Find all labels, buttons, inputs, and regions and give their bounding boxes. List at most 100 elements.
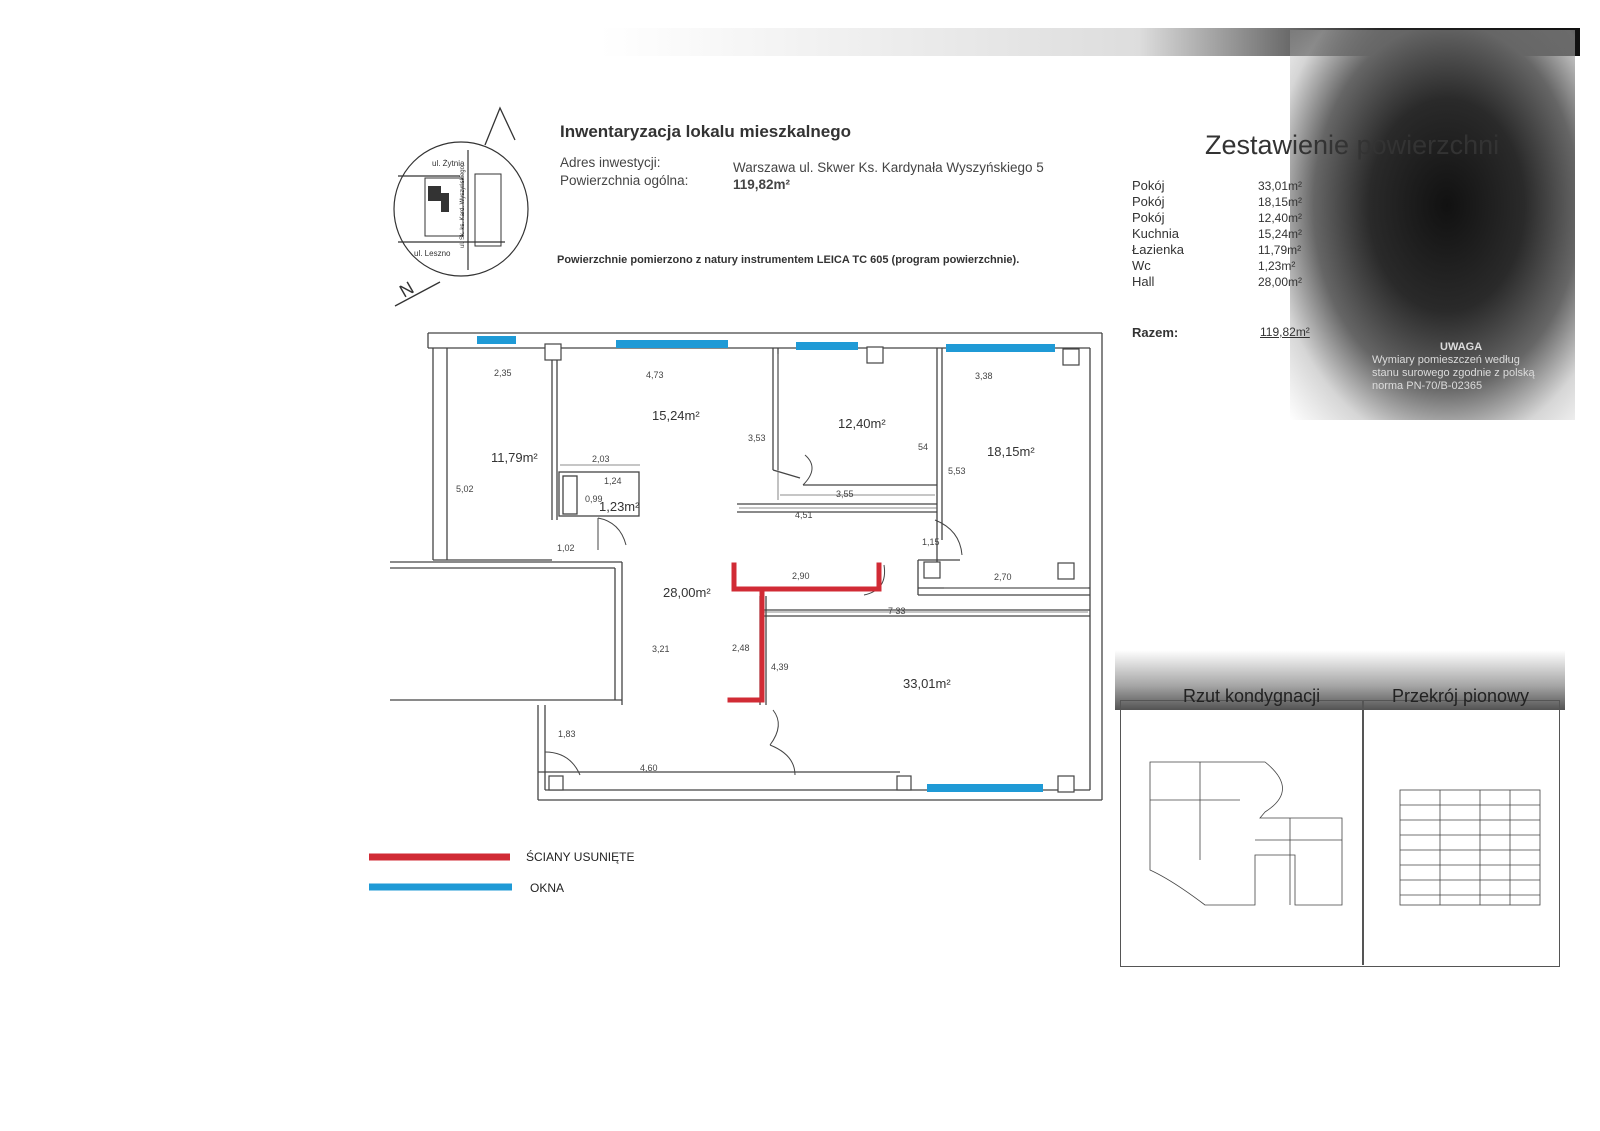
- area-value: 119,82m²: [733, 177, 791, 192]
- legend-window-label: OKNA: [530, 881, 565, 895]
- dimension-label: 54: [918, 442, 928, 452]
- room-area-label: 15,24m²: [652, 408, 700, 423]
- section-thumbnail: [1399, 789, 1541, 906]
- door-swing: [769, 744, 796, 776]
- door-swing: [597, 517, 627, 546]
- dimension-label: 2,70: [994, 572, 1012, 582]
- north-arrow-icon: [394, 281, 441, 307]
- dimension-label: 4,39: [771, 662, 789, 672]
- dimension-label: 1,83: [558, 729, 576, 739]
- summary-total-label: Razem:: [1132, 325, 1179, 340]
- column: [866, 346, 884, 364]
- scan-shadow-corner: [1290, 30, 1575, 420]
- summary-room-name: Pokój: [1132, 178, 1165, 193]
- floor-thumbnail: [1149, 761, 1343, 906]
- document-title: Inwentaryzacja lokalu mieszkalnego: [560, 122, 852, 141]
- summary-room-area: 1,23m²: [1258, 259, 1296, 273]
- area-label: Powierzchnia ogólna:: [560, 173, 689, 188]
- summary-room-name: Łazienka: [1132, 242, 1185, 257]
- door-swing: [544, 751, 581, 776]
- wall-line: [772, 469, 801, 479]
- column: [544, 343, 562, 361]
- columns: [544, 343, 1080, 793]
- dimension-label: 2,03: [592, 454, 610, 464]
- column: [1057, 562, 1075, 580]
- floor-outline: [1149, 761, 1343, 906]
- summary-room-name: Kuchnia: [1132, 226, 1179, 241]
- floor-thumbnail-label: Rzut kondygnacji: [1183, 686, 1321, 706]
- street-label-bottom: ul. Leszno: [414, 249, 451, 258]
- summary-room-name: Pokój: [1132, 194, 1165, 209]
- dimension-label: 4,73: [646, 370, 664, 380]
- building-icon: [428, 186, 441, 201]
- dimension-label: 4,51: [795, 510, 813, 520]
- dimension-label: 2,48: [732, 643, 750, 653]
- removed-wall: [727, 586, 765, 703]
- column: [896, 775, 912, 791]
- block-outline: [424, 177, 464, 237]
- summary-room-name: Wc: [1132, 258, 1151, 273]
- measurement-note: Powierzchnie pomierzono z natury instrum…: [557, 254, 1020, 266]
- column: [548, 775, 564, 791]
- summary-room-name: Hall: [1132, 274, 1155, 289]
- column: [1062, 348, 1080, 366]
- address-value: Warszawa ul. Skwer Ks. Kardynała Wyszyńs…: [733, 160, 1044, 175]
- room-area-label: 11,79m²: [491, 450, 538, 465]
- thumbnails-frame: [1120, 700, 1560, 967]
- block-outline: [474, 173, 502, 247]
- dimension-label: 5,02: [456, 484, 474, 494]
- street-label-side: ul. Sk. ks. Kard. Wyszyńskiego: [460, 165, 466, 248]
- dimension-label: 3,55: [836, 489, 854, 499]
- address-label: Adres inwestycji:: [560, 155, 661, 170]
- room-area-label: 28,00m²: [663, 585, 711, 600]
- summary-room-area: 33,01m²: [1258, 179, 1303, 193]
- note-title: UWAGA: [1440, 341, 1483, 353]
- street-label-top: ul. Żytnia: [432, 159, 465, 168]
- door-swing: [934, 519, 963, 556]
- dimension-label: 4,60: [640, 763, 658, 773]
- dimension-label: 5,53: [948, 466, 966, 476]
- removed-wall: [731, 562, 882, 592]
- section-outline: [1399, 789, 1541, 906]
- door-swing: [802, 454, 813, 486]
- summary-total-value: 119,82m²: [1260, 325, 1310, 339]
- section-thumbnail-label: Przekrój pionowy: [1392, 686, 1530, 706]
- summary-room-area: 12,40m²: [1258, 211, 1303, 225]
- north-label: N: [396, 278, 417, 302]
- location-map-circle: [393, 141, 529, 277]
- dimension-label: 3,38: [975, 371, 993, 381]
- summary-room-name: Pokój: [1132, 210, 1165, 225]
- room-area-label: 33,01m²: [903, 676, 951, 691]
- summary-room-area: 18,15m²: [1258, 195, 1303, 209]
- wc-outline: [558, 471, 640, 517]
- dimension-label: 1,24: [604, 476, 622, 486]
- door-swing: [769, 709, 779, 746]
- summary-title: Zestawienie powierzchni: [1205, 130, 1500, 160]
- location-map: [393, 106, 529, 307]
- north-arrow-icon: [484, 106, 516, 146]
- note-line: norma PN-70/B-02365: [1372, 380, 1483, 392]
- dimension-label: 0,99: [585, 494, 603, 504]
- room-area-label: 18,15m²: [987, 444, 1035, 459]
- summary-room-area: 15,24m²: [1258, 227, 1303, 241]
- dimension-lines: [560, 354, 1088, 613]
- column: [1057, 775, 1075, 793]
- plan-walls: [390, 332, 1103, 801]
- note-line: stanu surowego zgodnie z polską: [1372, 367, 1535, 379]
- dimension-label: 3,21: [652, 644, 670, 654]
- door-swings: [544, 454, 963, 776]
- dimension-label: 1,15: [922, 537, 940, 547]
- note-line: Wymiary pomieszczeń według: [1372, 354, 1520, 366]
- building-icon: [441, 193, 449, 212]
- dimension-label: 7 33: [888, 606, 906, 616]
- legend-removed-label: ŚCIANY USUNIĘTE: [526, 850, 635, 864]
- dimension-label: 2,90: [792, 571, 810, 581]
- dimension-label: 1,02: [557, 543, 575, 553]
- windows: [477, 336, 1055, 792]
- wc-fixture: [562, 475, 578, 515]
- removed-walls: [727, 562, 882, 703]
- dimension-label: 3,53: [748, 433, 766, 443]
- summary-room-area: 11,79m²: [1258, 243, 1302, 257]
- room-area-label: 12,40m²: [838, 416, 886, 431]
